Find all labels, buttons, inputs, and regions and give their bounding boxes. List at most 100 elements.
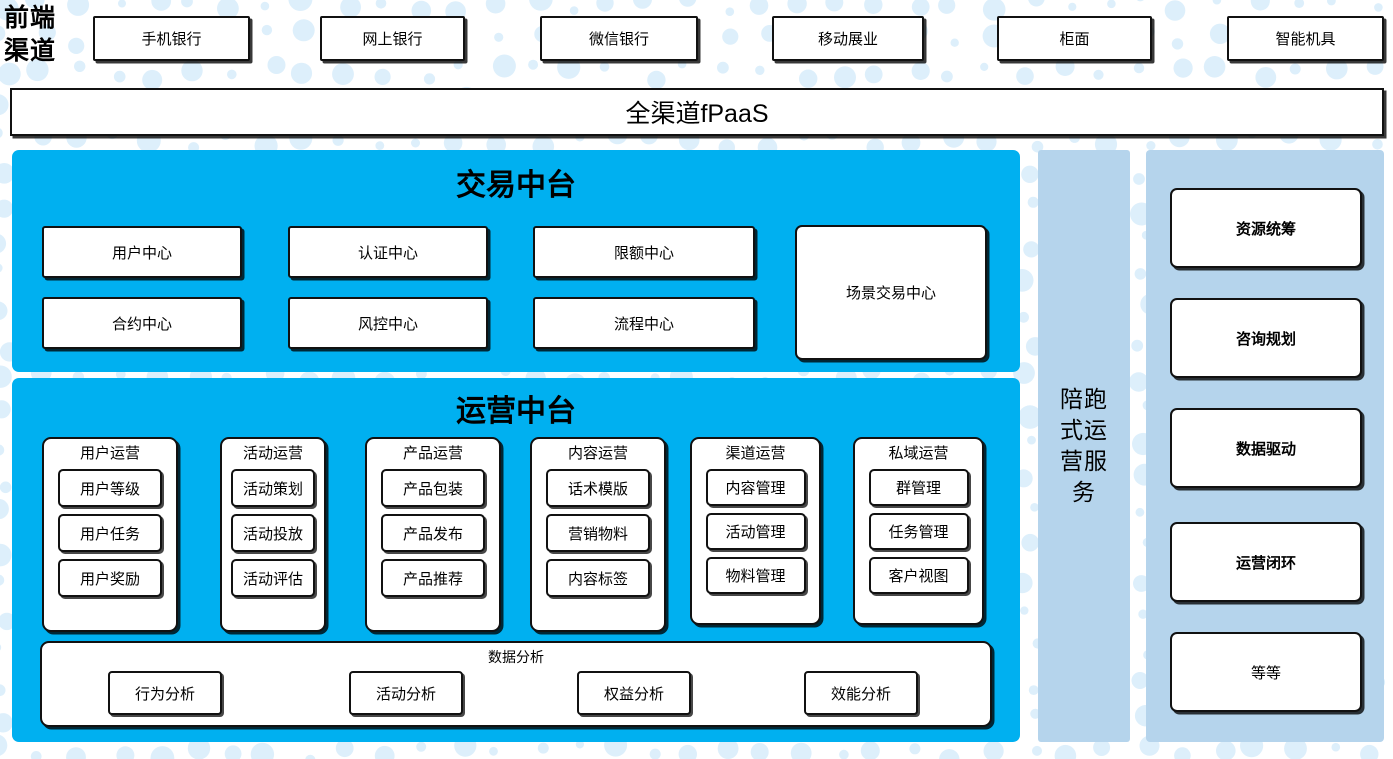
trade-center-box-label: 限额中心 [613,244,674,262]
ops-item-box[interactable]: 活动策划 [231,469,315,507]
ops-item-label: 活动投放 [242,525,303,543]
data-analysis-item-1[interactable]: 行为分析 [108,671,222,715]
ops-item-box[interactable]: 内容管理 [705,469,806,506]
ops-item-box[interactable]: 话术模版 [546,469,650,507]
ops-item-label: 活动评估 [242,570,303,588]
ops-item-label: 物料管理 [725,568,786,585]
ops-item-label: 群管理 [895,480,941,497]
ops-column-title: 内容运营 [567,445,628,462]
ops-item-label: 活动策划 [242,480,303,498]
ops-item-box[interactable]: 用户奖励 [58,559,162,597]
ops-column-card-4: 内容运营话术模版营销物料内容标签 [530,437,666,632]
data-analysis-item-label: 活动分析 [375,685,436,703]
ops-column-title: 用户运营 [79,445,140,462]
trade-center-box-5[interactable]: 风控中心 [288,297,488,349]
ops-item-label: 客户视图 [888,568,949,585]
ops-item-box[interactable]: 活动投放 [231,514,315,552]
ops-item-label: 内容标签 [567,570,628,588]
data-analysis-item-label: 效能分析 [830,685,891,703]
channel-label: 智能机具 [1275,31,1336,48]
channel-label: 柜面 [1059,31,1090,48]
ops-item-box[interactable]: 用户等级 [58,469,162,507]
data-analysis-item-2[interactable]: 活动分析 [349,671,463,715]
channel-label: 网上银行 [362,31,423,48]
capability-label: 运营闭环 [1235,554,1296,572]
channel-label: 微信银行 [588,31,649,48]
capability-label: 咨询规划 [1235,330,1296,348]
trade-center-box-label: 流程中心 [613,315,674,333]
capability-label: 等等 [1250,664,1281,682]
ops-column-card-6: 私域运营群管理任务管理客户视图 [853,437,984,625]
ops-item-box[interactable]: 产品包装 [381,469,485,507]
ops-item-box[interactable]: 物料管理 [705,557,806,594]
ops-item-box[interactable]: 活动管理 [705,513,806,550]
ops-item-label: 活动管理 [725,524,786,541]
channel-box-2[interactable]: 网上银行 [320,16,465,61]
ops-item-label: 用户任务 [79,525,140,543]
ops-item-label: 营销物料 [567,525,628,543]
ops-item-label: 产品包装 [402,480,463,498]
channel-box-6[interactable]: 智能机具 [1227,16,1384,61]
trade-center-box-label: 风控中心 [357,315,418,333]
ops-item-box[interactable]: 营销物料 [546,514,650,552]
omnichannel-fpaas-bar[interactable]: 全渠道fPaaS [10,88,1384,136]
ops-column-card-5: 渠道运营内容管理活动管理物料管理 [690,437,821,625]
trade-center-box-6[interactable]: 流程中心 [533,297,755,349]
ops-item-box[interactable]: 内容标签 [546,559,650,597]
ops-column-title: 私域运营 [888,445,949,462]
ops-item-box[interactable]: 群管理 [868,469,969,506]
ops-column-card-1: 用户运营用户等级用户任务用户奖励 [42,437,178,632]
channel-label: 手机银行 [141,31,202,48]
trade-center-box-3[interactable]: 限额中心 [533,226,755,278]
data-analysis-item-3[interactable]: 权益分析 [577,671,691,715]
ops-item-box[interactable]: 产品发布 [381,514,485,552]
data-analysis-item-label: 权益分析 [603,685,664,703]
capability-box-3[interactable]: 数据驱动 [1170,408,1362,488]
channel-box-4[interactable]: 移动展业 [772,16,924,61]
trade-center-box-label: 认证中心 [357,244,418,262]
trade-center-box-4[interactable]: 合约中心 [42,297,242,349]
ops-center-title: 运营中台 [456,395,576,428]
ops-column-title: 渠道运营 [725,445,786,462]
data-analysis-title: 数据分析 [488,649,544,665]
ops-item-label: 话术模版 [567,480,628,498]
ops-item-box[interactable]: 任务管理 [868,513,969,550]
ops-item-label: 用户奖励 [79,570,140,588]
ops-column-title: 活动运营 [242,445,303,462]
data-analysis-item-4[interactable]: 效能分析 [804,671,918,715]
trade-center-box-1[interactable]: 用户中心 [42,226,242,278]
accompanying-operation-service-label: 陪跑式运营服务 [1060,386,1108,505]
fpaas-label: 全渠道fPaaS [625,100,769,128]
channel-label: 移动展业 [817,31,878,48]
ops-item-box[interactable]: 产品推荐 [381,559,485,597]
ops-column-title: 产品运营 [402,445,463,462]
ops-item-label: 内容管理 [725,480,786,497]
channel-box-1[interactable]: 手机银行 [93,16,250,61]
capability-box-4[interactable]: 运营闭环 [1170,522,1362,602]
capability-label: 数据驱动 [1235,440,1296,458]
data-analysis-item-label: 行为分析 [134,685,195,703]
capability-column: 资源统筹咨询规划数据驱动运营闭环等等 [1146,150,1384,742]
trade-center-box-2[interactable]: 认证中心 [288,226,488,278]
capability-label: 资源统筹 [1235,220,1296,238]
capability-box-1[interactable]: 资源统筹 [1170,188,1362,268]
ops-item-box[interactable]: 用户任务 [58,514,162,552]
data-analysis-card: 数据分析 行为分析 活动分析 权益分析 效能分析 [40,641,992,727]
ops-item-box[interactable]: 客户视图 [868,557,969,594]
trade-center-title: 交易中台 [456,169,576,202]
capability-box-5[interactable]: 等等 [1170,632,1362,712]
channel-box-5[interactable]: 柜面 [997,16,1152,61]
accompanying-operation-service-bar: 陪跑式运营服务 [1038,150,1130,742]
ops-column-card-2: 活动运营活动策划活动投放活动评估 [220,437,326,632]
ops-item-label: 用户等级 [79,480,140,498]
channel-box-3[interactable]: 微信银行 [540,16,698,61]
ops-item-label: 产品推荐 [402,570,463,588]
scene-trade-center-box[interactable]: 场景交易中心 [795,225,987,360]
scene-trade-center-label: 场景交易中心 [845,285,936,302]
capability-box-2[interactable]: 咨询规划 [1170,298,1362,378]
ops-item-label: 任务管理 [888,524,949,541]
ops-column-card-3: 产品运营产品包装产品发布产品推荐 [365,437,501,632]
ops-item-box[interactable]: 活动评估 [231,559,315,597]
ops-item-label: 产品发布 [402,525,463,543]
trade-center-box-label: 用户中心 [111,244,172,262]
